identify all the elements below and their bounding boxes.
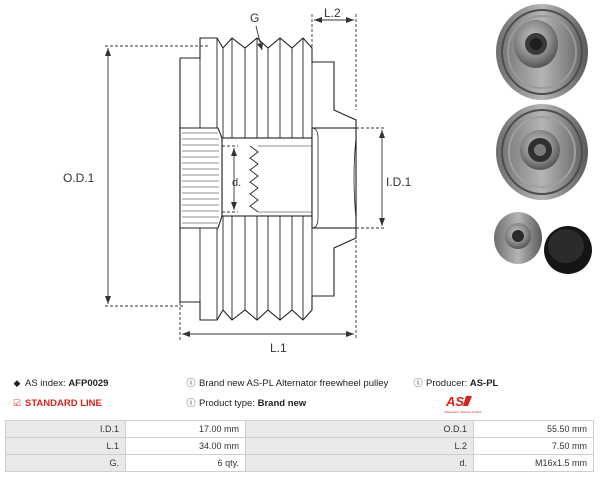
producer-value: AS-PL — [469, 378, 499, 389]
info-icon: ⓘ — [413, 378, 423, 388]
thread — [249, 145, 259, 213]
description-text: Brand new AS-PL Alternator freewheel pul… — [199, 378, 389, 389]
as-index-value[interactable]: AFP0029 — [68, 378, 109, 389]
spec-label: G. — [5, 454, 126, 472]
check-square-icon: ☑ — [12, 398, 22, 408]
label-l2: L.2 — [324, 6, 341, 20]
spec-value: M16x1.5 mm — [473, 454, 594, 472]
spec-table: I.D.1 17.00 mm O.D.1 55.50 mm L.1 34.00 … — [5, 420, 594, 472]
product-photos — [494, 4, 592, 274]
producer-label: Producer: — [426, 378, 468, 389]
label-id1: I.D.1 — [386, 175, 412, 189]
right-hub — [311, 127, 357, 229]
svg-text:AS: AS — [445, 394, 464, 409]
spec-value: 17.00 mm — [125, 420, 246, 438]
pulley-photo-bottom — [494, 212, 592, 274]
spec-value: 55.50 mm — [473, 420, 594, 438]
table-row: I.D.1 17.00 mm O.D.1 55.50 mm — [5, 420, 594, 438]
spec-label: O.D.1 — [245, 420, 474, 438]
label-l1: L.1 — [270, 341, 287, 355]
spline-hub — [179, 127, 223, 229]
spec-label: L.2 — [245, 437, 474, 455]
bore — [221, 137, 313, 217]
product-type-value: Brand new — [257, 398, 307, 409]
standard-line-label: STANDARD LINE — [25, 398, 102, 409]
table-row: L.1 34.00 mm L.2 7.50 mm — [5, 437, 594, 455]
label-od1: O.D.1 — [63, 171, 95, 185]
spec-label: L.1 — [5, 437, 126, 455]
info-icon: ⓘ — [186, 398, 196, 408]
table-row: G. 6 qty. d. M16x1.5 mm — [5, 454, 594, 472]
info-icon: ⓘ — [186, 378, 196, 388]
standard-line: ☑STANDARD LINE — [12, 397, 102, 410]
as-index-label: AS index: — [25, 378, 66, 389]
as-index: ◆ AS index: AFP0029 — [12, 377, 109, 390]
label-d: d. — [232, 177, 241, 189]
technical-drawing: G L.2 O.D.1 I.D.1 d. L.1 — [63, 6, 412, 355]
spec-value: 34.00 mm — [125, 437, 246, 455]
pulley-outline — [179, 37, 357, 321]
label-g: G — [250, 11, 259, 25]
as-pl-logo: AS Alternators, Starters & Parts — [444, 394, 482, 414]
spec-label: d. — [245, 454, 474, 472]
spec-label: I.D.1 — [5, 420, 126, 438]
product-type-label: Product type: — [199, 398, 255, 409]
pulley-photo-middle — [496, 104, 588, 200]
spec-value: 6 qty. — [125, 454, 246, 472]
svg-text:Alternators, Starters & Parts: Alternators, Starters & Parts — [444, 410, 482, 414]
spec-value: 7.50 mm — [473, 437, 594, 455]
pulley-photo-top — [496, 4, 588, 100]
tag-icon: ◆ — [13, 378, 21, 388]
